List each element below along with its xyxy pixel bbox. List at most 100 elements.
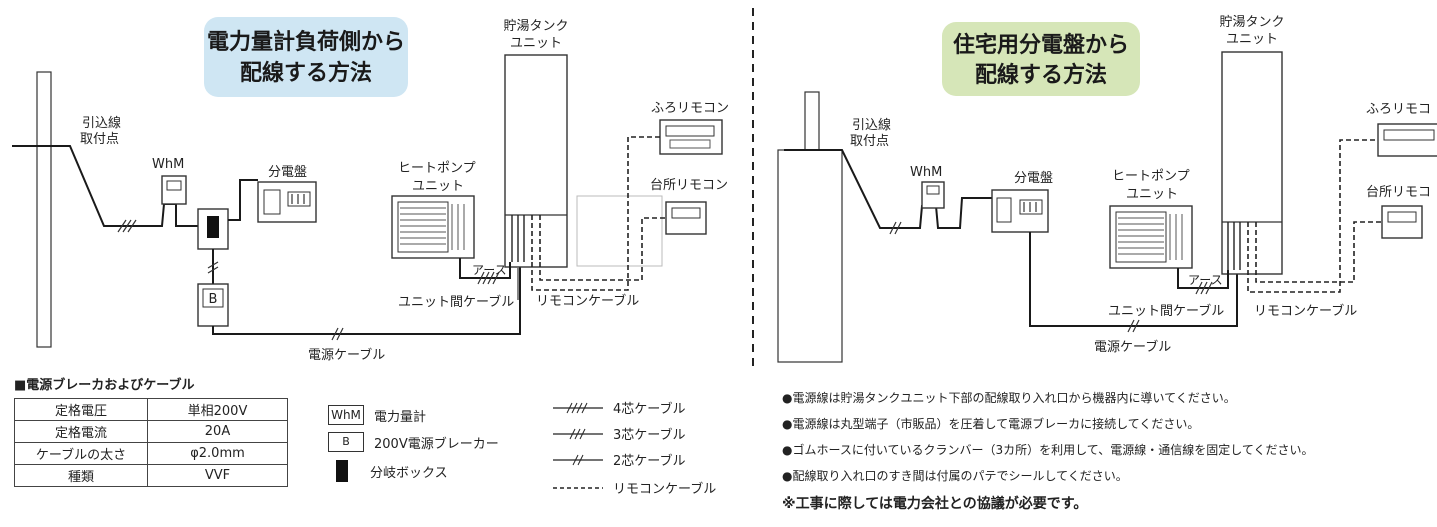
right-board-panel <box>996 197 1012 223</box>
left-title-box <box>204 17 408 97</box>
table-row: 定格電流 20A <box>14 420 288 443</box>
left-board-label: 分電盤 <box>268 165 307 180</box>
right-whm-label: WhM <box>910 165 942 180</box>
legend-breaker-label: 200V電源ブレーカー <box>374 436 499 452</box>
left-earth-label: アース <box>472 263 507 277</box>
right-title-line1: 住宅用分電盤から <box>953 32 1129 58</box>
left-title-line1: 電力量計負荷側から <box>207 29 405 55</box>
left-cable-hash <box>492 271 500 285</box>
left-tank-label-2: ユニット <box>510 36 562 51</box>
left-heat-pump-label-2: ユニット <box>412 179 464 194</box>
left-cable-hash <box>482 271 490 285</box>
right-kitchen-remote-screen <box>1387 211 1417 223</box>
left-remote-cable-kitchen <box>539 217 666 281</box>
left-remote-area <box>576 195 663 267</box>
right-cable-hash <box>889 221 897 235</box>
left-power-cable-label: 電源ケーブル <box>308 347 385 363</box>
right-inter-unit-cable <box>1177 268 1229 289</box>
left-cable-hash <box>127 219 137 233</box>
left-service-drop-label-2: 取付点 <box>80 132 119 147</box>
right-heat-pump-label-2: ユニット <box>1126 187 1178 202</box>
right-earth-label: アース <box>1188 273 1223 287</box>
right-remote-cable-bath <box>1247 139 1378 293</box>
spec-value: φ2.0mm <box>147 442 288 465</box>
right-whm-window <box>926 185 940 195</box>
left-inter-unit-cable <box>459 258 511 279</box>
breaker-symbol: B <box>328 432 364 452</box>
cable-legend-2core: 2芯ケーブル <box>553 450 686 469</box>
left-board-panel <box>263 189 281 215</box>
right-cable-hash <box>1195 281 1203 295</box>
legend-branch-box: 分岐ボックス <box>328 460 448 482</box>
left-breaker-inner <box>202 288 224 308</box>
left-inter-unit-cable-label: ユニット間ケーブル <box>398 294 514 310</box>
cable-4core-label: 4芯ケーブル <box>613 402 686 417</box>
left-cable-hash <box>331 327 339 341</box>
left-bath-remote-label: ふろリモコン <box>651 101 729 116</box>
right-board-label: 分電盤 <box>1014 171 1053 186</box>
left-cable-hash <box>117 219 127 233</box>
cable-remote-label: リモコンケーブル <box>613 482 717 497</box>
spec-value: 20A <box>147 420 288 443</box>
legend-box-label: 分岐ボックス <box>370 465 448 481</box>
right-cable-hash <box>1127 319 1135 333</box>
left-remote-cable-label: リモコンケーブル <box>536 293 639 309</box>
right-pole-base <box>777 149 843 363</box>
table-row: 定格電圧 単相200V <box>14 398 288 421</box>
note-item: ●ゴムホースに付いているクランバー（3カ所）を利用して、電源線・通信線を固定して… <box>782 443 1314 457</box>
left-heat-pump-label-1: ヒートポンプ <box>398 161 476 176</box>
two-core-cable-icon <box>553 454 603 465</box>
spec-value: VVF <box>147 464 288 487</box>
left-branch-box-inner <box>207 216 219 238</box>
left-whm-label: WhM <box>152 157 184 172</box>
left-utility-pole <box>36 71 52 348</box>
left-remote-cable-bath <box>531 136 660 291</box>
table-row: ケーブルの太さ φ2.0mm <box>14 442 288 465</box>
right-bath-remote-label: ふろリモコ <box>1366 102 1431 117</box>
right-tank-label-2: ユニット <box>1226 32 1278 47</box>
spec-value: 単相200V <box>147 398 288 421</box>
right-service-drop-label-1: 引込線 <box>852 117 891 133</box>
left-tank-pipes <box>511 215 525 262</box>
left-cable-hash <box>487 271 495 285</box>
right-remote-cable-label: リモコンケーブル <box>1254 303 1357 319</box>
left-kitchen-remote-screen <box>671 207 701 219</box>
right-remote-cable-kitchen <box>1255 221 1382 283</box>
cable-legend-4core: 4芯ケーブル <box>553 398 686 417</box>
branch-box-symbol <box>336 460 348 482</box>
left-cable-hash <box>477 271 485 285</box>
left-cable-hash <box>207 261 219 269</box>
right-heat-pump-label-1: ヒートポンプ <box>1112 169 1190 184</box>
left-heat-pump-fins <box>400 204 465 250</box>
right-power-cable <box>1029 232 1238 327</box>
spec-heading: ■電源ブレーカおよびケーブル <box>14 378 195 393</box>
right-cable-hash <box>1132 319 1140 333</box>
left-whm-window <box>166 180 182 191</box>
spec-label: 種類 <box>14 464 148 487</box>
left-bath-remote <box>659 119 723 155</box>
left-to-board-line <box>228 179 258 221</box>
cable-3core-label: 3芯ケーブル <box>613 428 686 443</box>
right-bath-remote-screen <box>1383 129 1435 141</box>
cable-2core-label: 2芯ケーブル <box>613 454 686 469</box>
spec-table: 定格電圧 単相200V 定格電流 20A ケーブルの太さ φ2.0mm 種類 V… <box>14 398 288 487</box>
spec-label: 定格電圧 <box>14 398 148 421</box>
left-cable-hash <box>336 327 344 341</box>
left-breaker-label: B <box>209 292 218 307</box>
right-inter-unit-cable-label: ユニット間ケーブル <box>1108 303 1224 319</box>
right-kitchen-remote-label: 台所リモコ <box>1366 185 1431 200</box>
right-title-line2: 配線する方法 <box>975 62 1107 88</box>
remote-cable-icon <box>553 486 603 489</box>
cable-legend-3core: 3芯ケーブル <box>553 424 686 443</box>
left-cable-hash <box>207 266 219 274</box>
right-title-box <box>942 22 1140 96</box>
left-storage-tank <box>504 54 568 268</box>
wiring-diagram: 電力量計負荷側から 配線する方法 引込線 取付点 WhM 分電盤 B 電源ケーブ… <box>12 8 1437 372</box>
note-item: ●電源線は貯湯タンクユニット下部の配線取り入れ口から機器内に導いてください。 <box>782 391 1236 405</box>
right-power-cable-label: 電源ケーブル <box>1094 339 1171 355</box>
left-cable-hash <box>122 219 132 233</box>
cable-legend-remote: リモコンケーブル <box>553 478 716 497</box>
whm-symbol: WhM <box>328 405 364 425</box>
note-item: ●配線取り入れ口のすき間は付属のパテでシールしてください。 <box>782 469 1128 483</box>
caution-note: ※工事に際しては電力会社との協議が必要です。 <box>782 496 1088 512</box>
